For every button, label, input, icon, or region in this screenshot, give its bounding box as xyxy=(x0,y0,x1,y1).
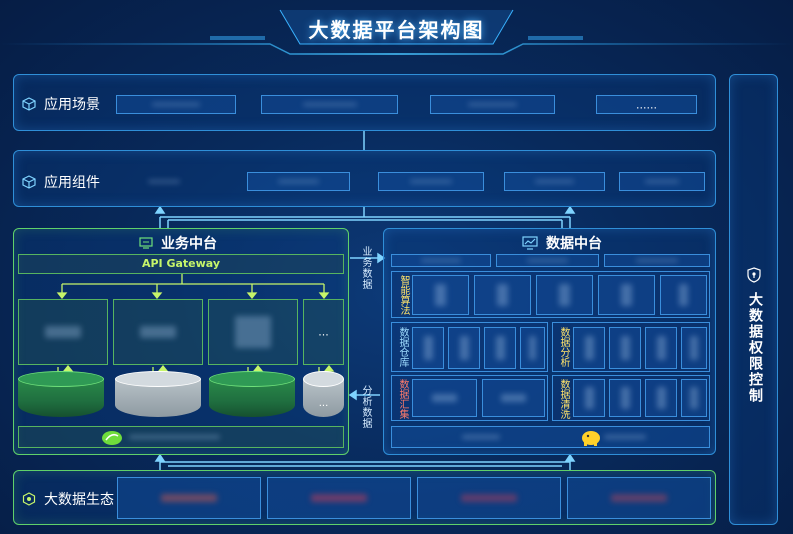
clean-item xyxy=(645,379,677,417)
top-strip-item xyxy=(604,254,710,267)
scene-item xyxy=(430,95,555,114)
title-bar: 大数据平台架构图 xyxy=(0,0,793,60)
database-cylinder-more: ... xyxy=(303,371,344,417)
warehouse-group: 数据仓库 xyxy=(391,322,548,372)
warehouse-item xyxy=(412,327,444,369)
scene-item xyxy=(116,95,236,114)
warehouse-label: 数据仓库 xyxy=(397,327,408,367)
collect-group: 数据汇集 xyxy=(391,375,548,421)
database-cylinder xyxy=(209,371,295,417)
row-big-data-ecosystem: 大数据生态 xyxy=(13,470,716,525)
algorithm-item xyxy=(412,275,469,315)
title-decoration xyxy=(0,9,793,55)
ecosystem-item xyxy=(117,477,261,519)
component-item xyxy=(247,172,350,191)
spring-cloud-bar xyxy=(18,426,344,448)
business-platform-panel: 业务中台 API Gateway ... ... xyxy=(13,228,349,455)
clean-item xyxy=(573,379,605,417)
clean-item xyxy=(609,379,641,417)
monitor-icon xyxy=(139,237,153,249)
scene-item xyxy=(261,95,398,114)
hadoop-bar xyxy=(391,426,710,448)
cube-icon xyxy=(22,97,36,111)
ecosystem-item xyxy=(417,477,561,519)
scene-more-text: ...... xyxy=(636,98,657,111)
warehouse-item xyxy=(520,327,545,369)
analysis-group: 数据分析 xyxy=(552,322,710,372)
business-data-text: 业务数据 xyxy=(360,246,371,290)
analysis-label: 数据分析 xyxy=(558,327,569,367)
permission-title-text: 大数据权限控制 xyxy=(747,292,763,404)
scene-item-more: ...... xyxy=(596,95,697,114)
component-item xyxy=(504,172,605,191)
top-strip-item xyxy=(496,254,599,267)
analysis-item xyxy=(645,327,677,369)
ecosystem-item xyxy=(267,477,411,519)
business-title-text: 业务中台 xyxy=(161,236,217,252)
analysis-item xyxy=(681,327,707,369)
clean-item xyxy=(681,379,707,417)
permission-control-panel: 大数据权限控制 xyxy=(729,74,778,525)
service-box xyxy=(113,299,203,365)
collect-label: 数据汇集 xyxy=(397,379,408,419)
database-cylinder xyxy=(115,371,201,417)
algorithm-item xyxy=(598,275,655,315)
clean-group: 数据清洗 xyxy=(552,375,710,421)
analysis-item xyxy=(573,327,605,369)
scenes-label-text: 应用场景 xyxy=(44,97,100,113)
service-box-more: ... xyxy=(303,299,344,365)
component-item xyxy=(124,172,204,191)
elephant-icon xyxy=(582,431,600,446)
analysis-data-flow-label: 分析数据 xyxy=(360,385,371,429)
algorithm-label: 智能算法 xyxy=(398,275,409,315)
permission-title: 大数据权限控制 xyxy=(746,292,763,404)
db-more-text: ... xyxy=(318,398,329,409)
business-data-flow-label: 业务数据 xyxy=(360,246,371,290)
component-item xyxy=(378,172,484,191)
analysis-text: 数据分析 xyxy=(558,327,569,367)
database-cylinder xyxy=(18,371,104,417)
algorithm-item xyxy=(474,275,531,315)
row-application-components: 应用组件 xyxy=(13,150,716,207)
algorithm-group: 智能算法 xyxy=(391,271,710,318)
clean-text: 数据清洗 xyxy=(558,379,569,419)
service-more-text: ... xyxy=(318,325,329,339)
ecosystem-label-text: 大数据生态 xyxy=(44,492,114,508)
ecosystem-label: 大数据生态 xyxy=(22,489,114,509)
ecosystem-item xyxy=(567,477,711,519)
spring-leaf-icon xyxy=(102,431,122,445)
data-platform-title: 数据中台 xyxy=(522,233,602,253)
algorithm-item xyxy=(536,275,593,315)
scenes-label: 应用场景 xyxy=(22,94,100,114)
top-strip-item xyxy=(391,254,491,267)
data-platform-title-text: 数据中台 xyxy=(546,236,602,252)
row-application-scenes: 应用场景 ...... xyxy=(13,74,716,131)
warehouse-item xyxy=(448,327,480,369)
clean-label: 数据清洗 xyxy=(558,379,569,419)
api-gateway: API Gateway xyxy=(18,254,344,274)
page-title: 大数据平台架构图 xyxy=(308,18,485,42)
analysis-data-text: 分析数据 xyxy=(360,385,371,429)
cube-icon xyxy=(22,175,36,189)
algorithm-text: 智能算法 xyxy=(398,275,409,315)
warehouse-item xyxy=(484,327,516,369)
service-box xyxy=(208,299,298,365)
components-label-text: 应用组件 xyxy=(44,175,100,191)
analysis-item xyxy=(609,327,641,369)
collect-item xyxy=(482,379,545,417)
warehouse-text: 数据仓库 xyxy=(397,327,408,367)
chart-monitor-icon xyxy=(522,236,538,250)
algorithm-item xyxy=(660,275,707,315)
collect-text: 数据汇集 xyxy=(397,379,408,419)
service-box xyxy=(18,299,108,365)
gateway-arrows xyxy=(56,274,330,299)
data-platform-panel: 数据中台 智能算法 数据仓库 数据分析 数据汇集 xyxy=(383,228,716,455)
hexagon-icon xyxy=(22,492,36,506)
component-item xyxy=(619,172,705,191)
business-title: 业务中台 xyxy=(139,233,217,253)
components-label: 应用组件 xyxy=(22,172,100,192)
collect-item xyxy=(412,379,477,417)
shield-icon xyxy=(747,267,761,283)
